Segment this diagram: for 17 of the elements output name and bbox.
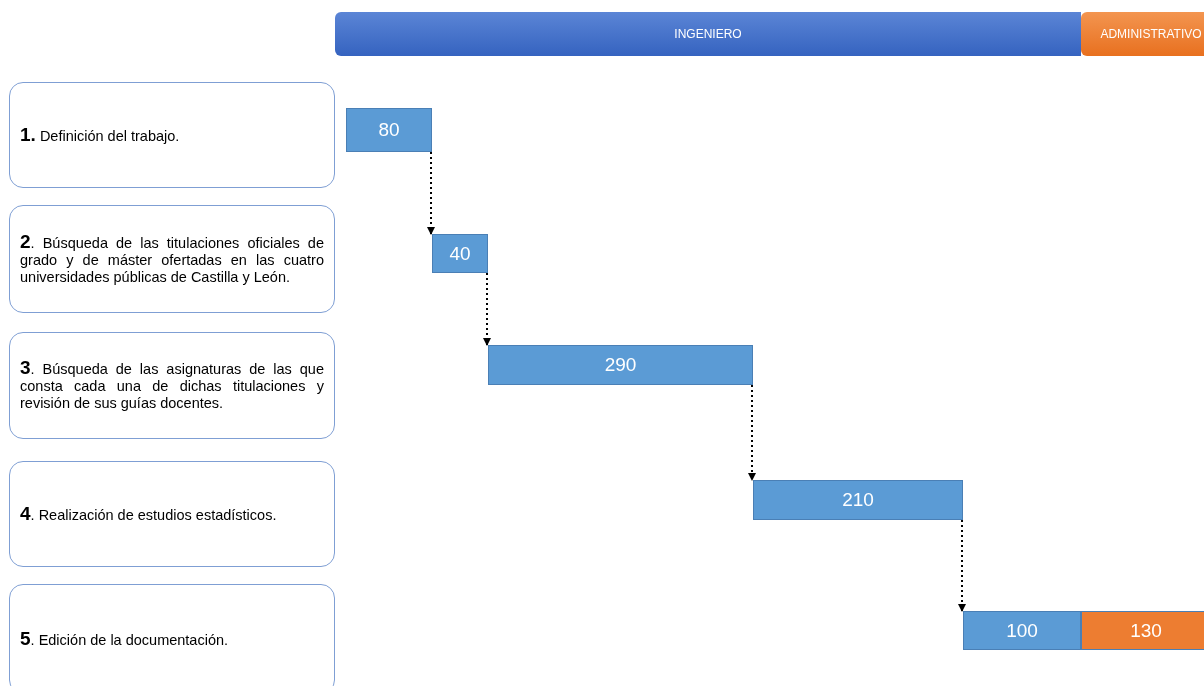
- task-box: 2. Búsqueda de las titulaciones oficiales de grado y de máster ofertadas en las cuatro universidades públicas de Castilla y León.: [9, 205, 335, 313]
- dotted-arrow: [427, 151, 435, 235]
- gantt-bar: 290: [488, 345, 753, 385]
- task-box: 4. Realización de estudios estadísticos.: [9, 461, 335, 567]
- gantt-bar: 130: [1081, 611, 1204, 650]
- task-box: 1. Definición del trabajo.: [9, 82, 335, 188]
- dotted-arrow: [958, 519, 966, 612]
- header-bar: INGENIERO: [335, 12, 1081, 56]
- gantt-bar: 100: [963, 611, 1081, 650]
- task-box: 5. Edición de la documentación.: [9, 584, 335, 686]
- header-bar: ADMINISTRATIVO: [1081, 12, 1204, 56]
- gantt-bar: 40: [432, 234, 488, 273]
- task-box: 3. Búsqueda de las asignaturas de las que consta cada una de dichas titulaciones y revisión de sus guías docentes.: [9, 332, 335, 439]
- gantt-bar: 210: [753, 480, 963, 520]
- gantt-bar: 80: [346, 108, 432, 152]
- dotted-arrow: [483, 272, 491, 346]
- dotted-arrow: [748, 384, 756, 481]
